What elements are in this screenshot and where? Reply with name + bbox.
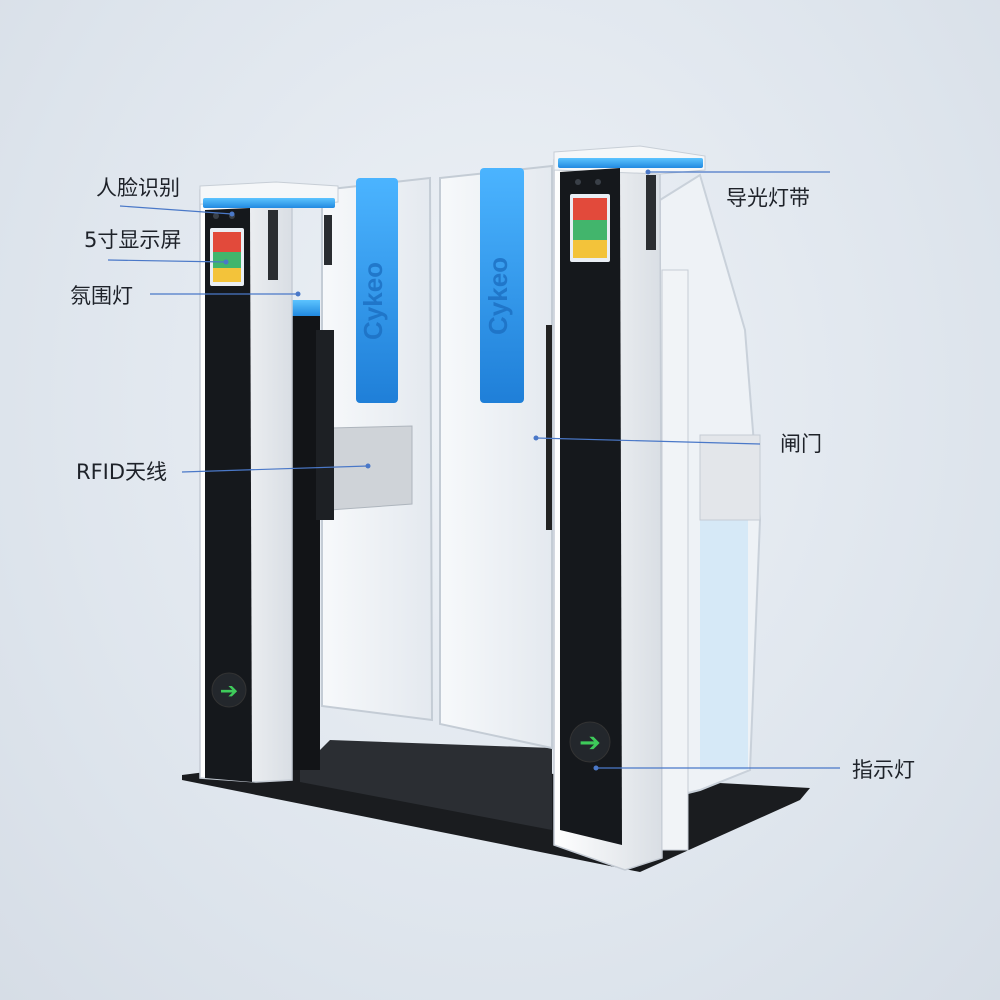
- right-screen-red: [573, 198, 607, 220]
- callout-face-recognition: 人脸识别: [96, 176, 180, 200]
- callout-rfid-antenna: RFID天线: [76, 460, 168, 484]
- right-light-guide-strip: [558, 158, 703, 168]
- left-column-black-panel: [205, 208, 252, 782]
- left-wing-brand: Cykeo: [358, 262, 388, 340]
- left-screen-red: [213, 232, 241, 252]
- ambient-light-ring: [290, 300, 320, 316]
- leader-lines: [107, 171, 840, 769]
- rear-housing-blue-glass: [700, 520, 748, 770]
- dot-gate: [533, 435, 539, 441]
- left-light-guide-strip: [203, 198, 335, 208]
- callout-gate: 闸门: [780, 432, 822, 456]
- left-indicator-arrow: ➔: [220, 679, 238, 704]
- callout-light-guide-strip: 导光灯带: [726, 186, 810, 210]
- dot-screen: [223, 259, 229, 265]
- right-column-slot: [646, 175, 656, 250]
- right-camera-2: [595, 179, 601, 185]
- leader-gate: [535, 437, 761, 445]
- callout-ambient-light: 氛围灯: [70, 284, 133, 308]
- right-wing-blue-band: [480, 168, 524, 403]
- gate-handle: [546, 325, 552, 530]
- left-column-slot: [268, 210, 278, 280]
- left-wing-blue-band: [356, 178, 398, 403]
- right-camera: [575, 179, 581, 185]
- right-column-black-panel: [560, 168, 622, 845]
- left-column-slot-2: [324, 215, 332, 265]
- ambient-pillar: [290, 300, 320, 770]
- leader-rfid: [181, 465, 369, 473]
- rfid-antenna-plate: [329, 425, 413, 511]
- left-indicator: [211, 672, 247, 708]
- dot-ambient: [295, 291, 301, 297]
- callout-indicator-light: 指示灯: [852, 758, 915, 782]
- floor-mat: [300, 740, 552, 830]
- rear-rfid-plate: [699, 434, 761, 521]
- dot-face: [229, 211, 235, 217]
- right-indicator-arrow: ➔: [579, 728, 601, 758]
- right-indicator: [569, 721, 611, 763]
- right-screen-green: [573, 220, 607, 240]
- right-column-rail: [661, 269, 689, 851]
- pillar-side-panel: [316, 330, 334, 520]
- right-screen-yellow: [573, 240, 607, 258]
- callout-screen: 5寸显示屏: [84, 228, 182, 252]
- left-screen-yellow: [213, 268, 241, 282]
- leader-screen: [107, 259, 227, 263]
- leader-face: [119, 205, 233, 215]
- right-wing-brand: Cykeo: [483, 257, 513, 335]
- left-camera: [213, 213, 219, 219]
- dot-rfid: [365, 463, 371, 469]
- dot-light-strip: [645, 169, 651, 175]
- dot-indicator: [593, 765, 599, 771]
